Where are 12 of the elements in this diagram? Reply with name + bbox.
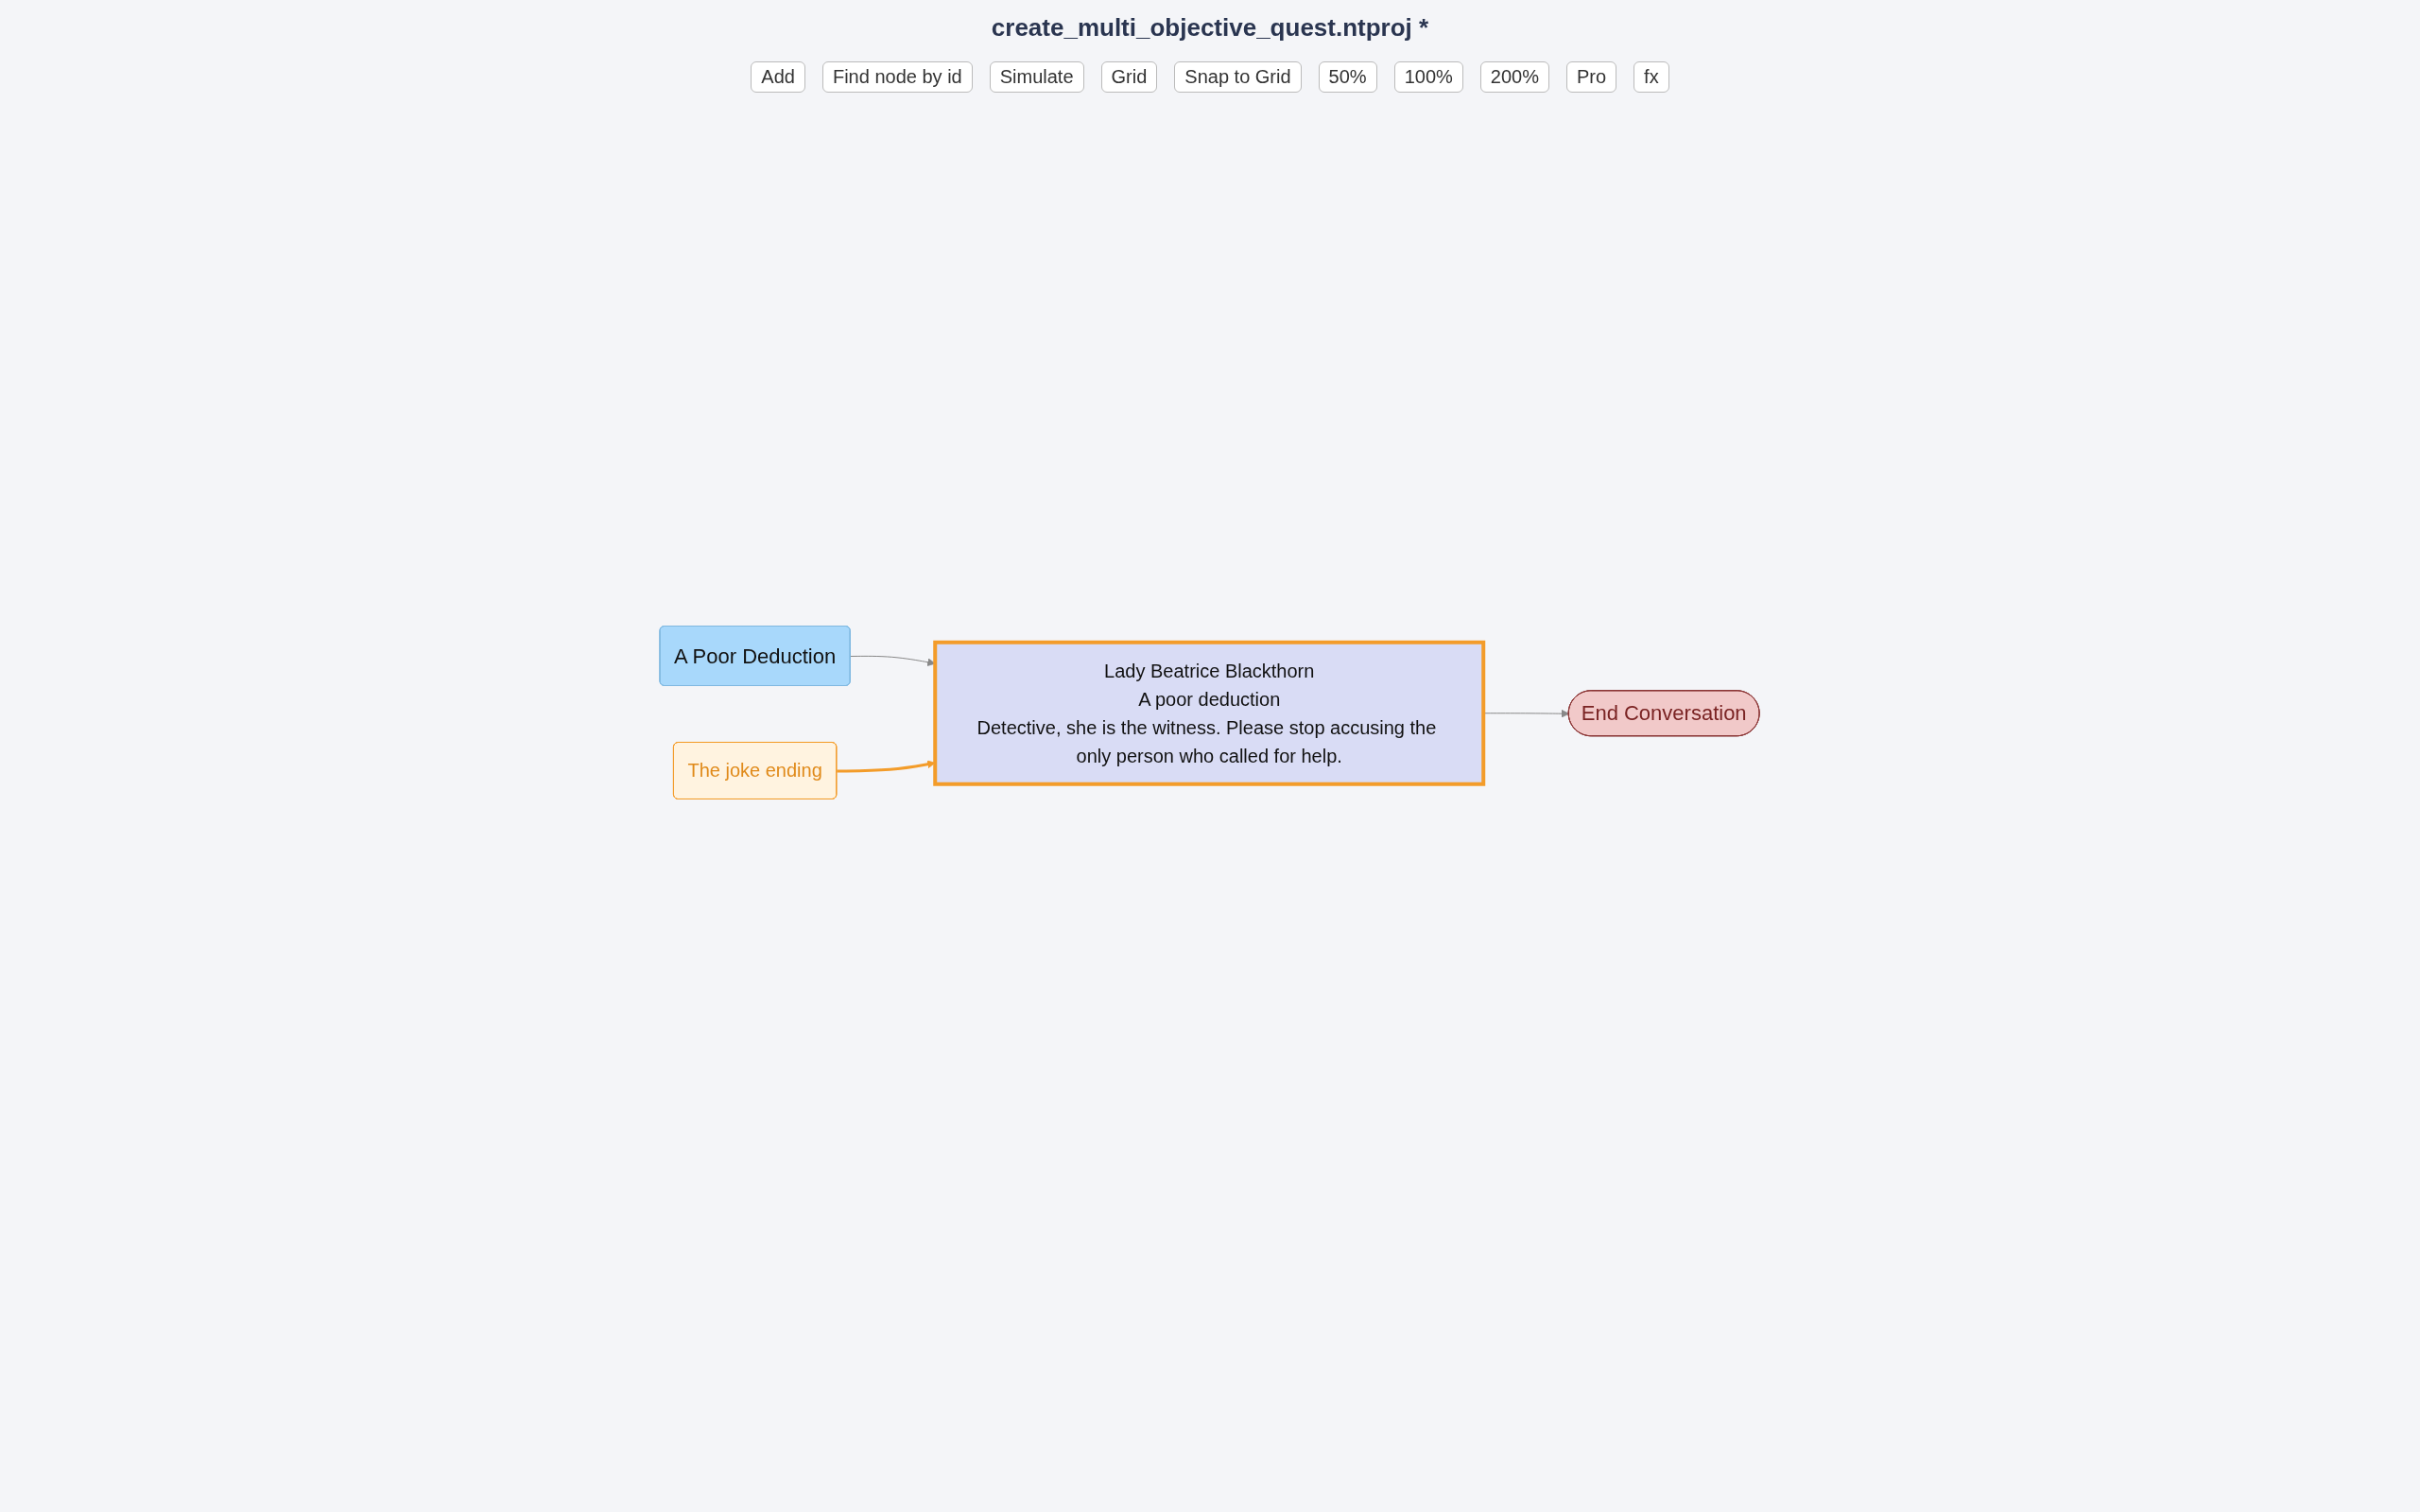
toolbar-label: Pro bbox=[1565, 61, 1617, 93]
toolbar-label: 100% bbox=[1393, 61, 1463, 93]
toolbar-label: 200% bbox=[1479, 61, 1549, 93]
toolbar-label: Snap to Grid bbox=[1174, 61, 1302, 93]
toolbar-label: fx bbox=[1634, 61, 1669, 93]
toolbar-label: Grid bbox=[1100, 61, 1158, 93]
node-box: Lady Beatrice Blackthorn A poor deduction Detective, she is the witness. Please stop accusing the only person who called for help. bbox=[933, 640, 1486, 786]
toolbar-label: Add bbox=[751, 61, 805, 93]
toolbar-label: 50% bbox=[1318, 61, 1377, 93]
window-title: create_multi_objective_quest.ntproj * bbox=[990, 12, 1430, 43]
toolbar-label: Find node by id bbox=[821, 61, 973, 93]
toolbar-label: Simulate bbox=[989, 61, 1084, 93]
